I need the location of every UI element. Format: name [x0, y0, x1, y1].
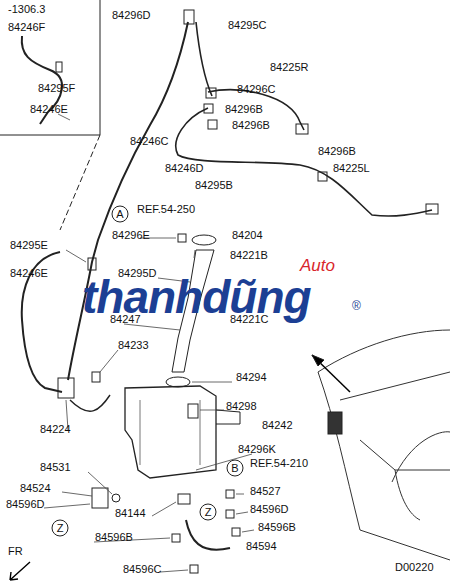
part-number: 84295E — [10, 239, 48, 251]
leader-lines — [44, 114, 254, 572]
pump-hose — [70, 395, 110, 411]
part-number: 84596B — [95, 531, 133, 543]
part-number: 84246E — [30, 103, 68, 115]
joint-84527 — [226, 490, 234, 498]
part-number: FR — [8, 545, 23, 557]
part-number: 84225L — [333, 162, 370, 174]
clip-84296b — [208, 120, 217, 129]
part-number: 84527 — [250, 485, 281, 497]
joint-84144 — [178, 494, 190, 504]
circle-shape — [200, 504, 216, 520]
dash-link — [60, 135, 100, 230]
part-number: 84221B — [230, 249, 268, 261]
sensor-84298 — [188, 404, 198, 418]
part-number: 84296D — [112, 9, 151, 21]
inset-frame — [0, 0, 100, 135]
grommet-84233 — [92, 372, 100, 382]
part-number: 84596D — [6, 498, 45, 510]
part-number: 84296B — [225, 103, 263, 115]
clip-84596d — [226, 510, 234, 518]
part-number: 84295C — [228, 19, 267, 31]
part-number: 84298 — [226, 400, 257, 412]
nozzle-84296d — [184, 10, 194, 24]
circle-shape — [112, 206, 128, 222]
part-number: 84596C — [123, 563, 162, 575]
hose-84246d — [176, 108, 432, 216]
clip-84296e — [178, 234, 186, 242]
marker-letter: B — [226, 459, 244, 477]
circle-shape — [52, 520, 68, 536]
location-arrow — [312, 355, 350, 392]
nozzle-84225r — [296, 124, 308, 134]
car-tank-mark — [328, 412, 342, 434]
nozzle-84225l — [426, 204, 438, 214]
reference: REF.54-250 — [137, 203, 195, 215]
watermark: thanhdũng — [82, 272, 311, 322]
clip-84596b — [232, 528, 240, 536]
part-number: 84246C — [130, 135, 169, 147]
part-number: 84596D — [250, 503, 289, 515]
part-number: 84296B — [232, 119, 270, 131]
circle-marker: B — [226, 459, 244, 477]
marker-letter: Z — [51, 519, 69, 537]
part-number: -1306.3 — [8, 3, 45, 15]
grommet-84531 — [112, 494, 120, 502]
inset-joint — [56, 62, 62, 72]
part-number: 84531 — [40, 461, 71, 473]
part-number: 84296E — [112, 229, 150, 241]
clip-84596c — [190, 565, 198, 573]
part-number: 84246D — [165, 162, 204, 174]
car-outline — [318, 330, 450, 560]
watermark: Auto — [300, 257, 335, 275]
pump-84224 — [58, 378, 74, 398]
joint-84295e — [88, 258, 96, 270]
cap-84204 — [192, 235, 216, 245]
watermark: ® — [352, 300, 361, 312]
marker-letter: Z — [199, 503, 217, 521]
tank-84242 — [125, 386, 216, 478]
part-number: 84144 — [115, 507, 146, 519]
seal-84294 — [166, 377, 190, 387]
tank-bracket — [216, 410, 240, 424]
reference: REF.54-210 — [250, 457, 308, 469]
clip-84296b — [318, 172, 327, 181]
circle-shape — [227, 460, 243, 476]
part-number: 84204 — [232, 229, 263, 241]
part-number: 84296B — [318, 145, 356, 157]
part-number: 84242 — [262, 419, 293, 431]
arrowhead — [312, 355, 324, 366]
part-number: 84596B — [258, 521, 296, 533]
hose-84225r-a — [196, 22, 212, 96]
circle-marker: A — [111, 205, 129, 223]
part-number: D00220 — [395, 561, 434, 573]
front-arrow — [10, 562, 30, 580]
part-number: 84246E — [10, 267, 48, 279]
circle-marker: Z — [51, 519, 69, 537]
part-number: 84296K — [238, 443, 276, 455]
circle-marker: Z — [199, 503, 217, 521]
part-number: 84295F — [38, 82, 75, 94]
part-number: 84233 — [118, 339, 149, 351]
clip-84296c — [206, 88, 216, 98]
hose-84246c — [68, 22, 188, 380]
part-number: 84246F — [8, 21, 45, 33]
clip-84296b — [204, 104, 213, 113]
part-number: 84224 — [40, 423, 71, 435]
tank-ribs — [140, 400, 200, 465]
part-number: 84594 — [246, 540, 277, 552]
part-number: 84296C — [237, 83, 276, 95]
part-number: 84294 — [236, 371, 267, 383]
hose-84594 — [186, 520, 230, 550]
part-number: 84225R — [270, 61, 309, 73]
part-number: 84295B — [195, 179, 233, 191]
clip-84596b — [172, 534, 180, 542]
pump-84524 — [92, 488, 108, 508]
hose-84225r — [208, 90, 304, 130]
marker-letter: A — [111, 205, 129, 223]
part-number: 84524 — [20, 482, 51, 494]
